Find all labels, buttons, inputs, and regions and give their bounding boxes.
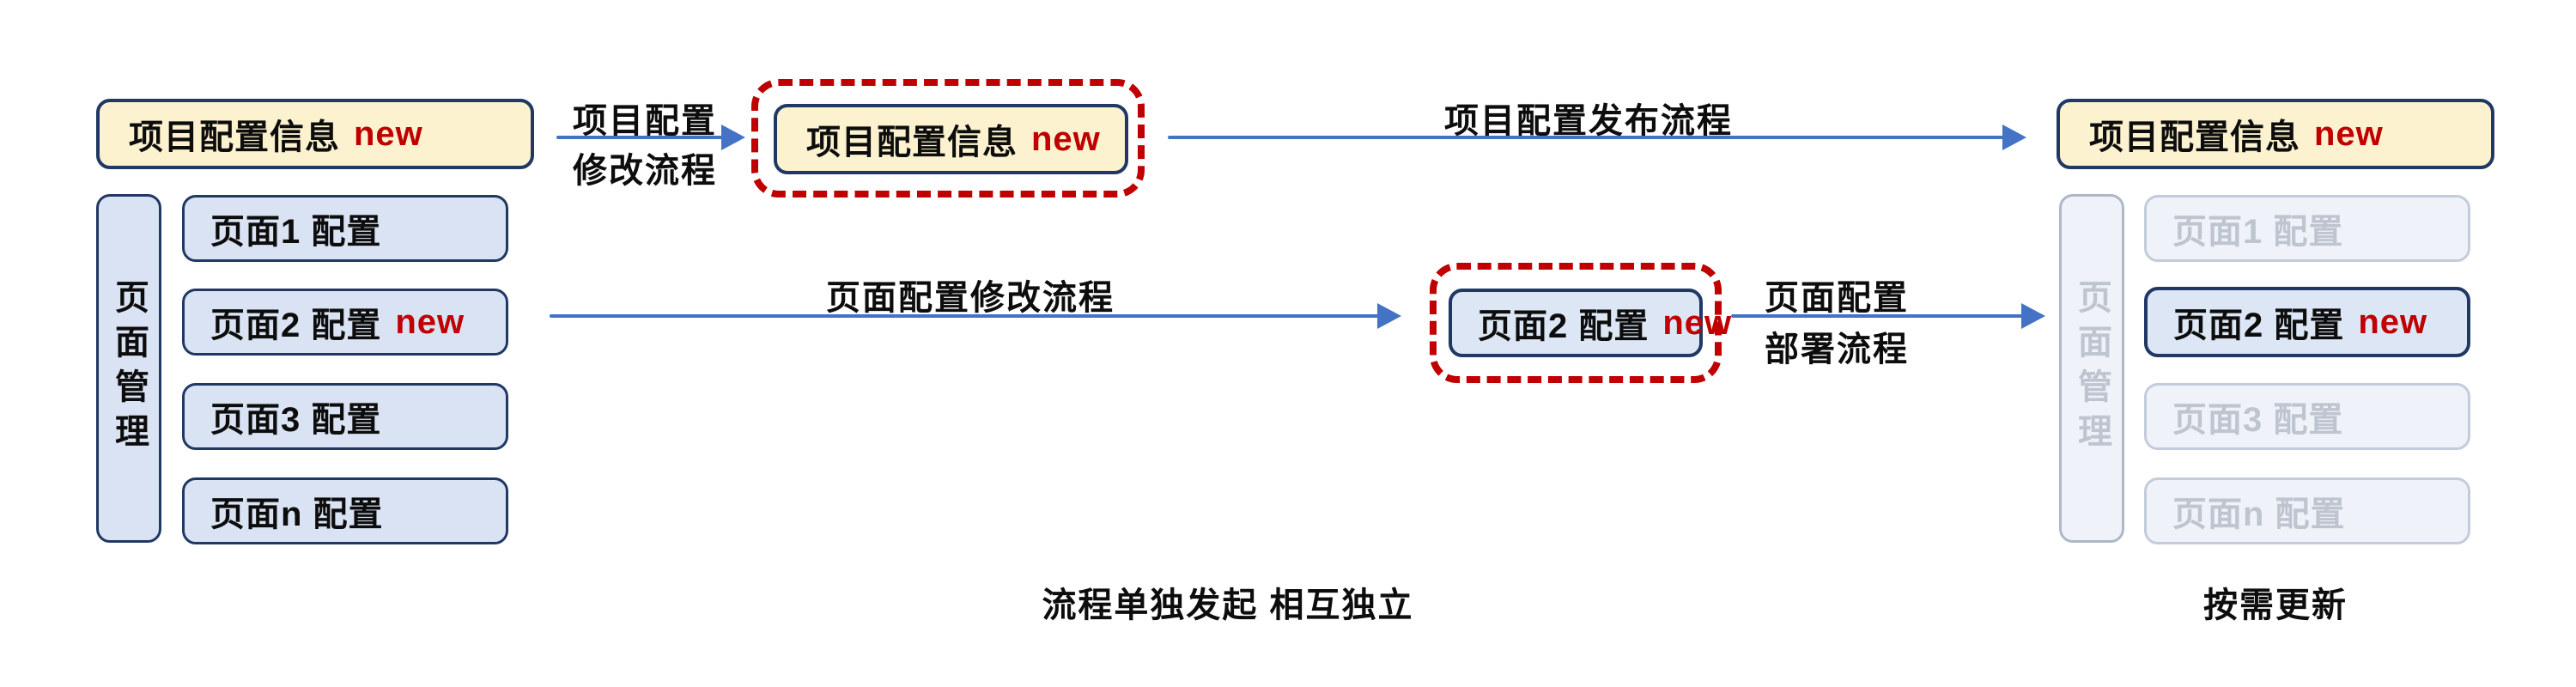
new-badge: new bbox=[1662, 303, 1733, 342]
project-config-box-source: 项目配置信息 new bbox=[96, 99, 534, 169]
page-row-1-right: 页面1 配置 bbox=[2144, 195, 2470, 262]
arrowhead-icon bbox=[2002, 125, 2026, 150]
page-management-label: 页面管理 bbox=[110, 279, 148, 458]
update-note-caption: 按需更新 bbox=[2203, 587, 2348, 624]
arrowhead-icon bbox=[2021, 303, 2045, 329]
page-management-label: 页面管理 bbox=[2073, 279, 2111, 458]
project-modify-flow-arrow bbox=[556, 136, 723, 139]
page-row-1-left: 页面1 配置 bbox=[182, 195, 508, 262]
page-modify-flow-arrow bbox=[550, 314, 1379, 318]
flow-note-caption: 流程单独发起 相互独立 bbox=[1042, 587, 1414, 624]
page-management-bar-left: 页面管理 bbox=[96, 194, 161, 543]
new-badge: new bbox=[395, 302, 465, 341]
project-modify-flow-label-bottom: 修改流程 bbox=[573, 152, 717, 190]
new-badge: new bbox=[1031, 119, 1101, 158]
page-row-label: 页面1 配置 bbox=[210, 213, 382, 251]
project-modify-flow-label-top: 项目配置 bbox=[573, 102, 717, 140]
page-management-bar-right: 页面管理 bbox=[2059, 194, 2124, 543]
page-row-n-right: 页面n 配置 bbox=[2144, 477, 2470, 544]
page-row-3-left: 页面3 配置 bbox=[182, 383, 508, 450]
project-publish-flow-label: 项目配置发布流程 bbox=[1444, 102, 1733, 140]
project-publish-flow-arrow bbox=[1168, 136, 2004, 139]
page-row-n-left: 页面n 配置 bbox=[182, 477, 508, 544]
project-config-box-modified: 项目配置信息 new bbox=[774, 104, 1128, 174]
page-deploy-flow-label-bottom: 部署流程 bbox=[1765, 331, 1909, 368]
project-config-label: 项目配置信息 bbox=[2089, 119, 2300, 156]
page-row-label: 页面n 配置 bbox=[210, 495, 384, 533]
page-modify-flow-label: 页面配置修改流程 bbox=[826, 279, 1115, 317]
page-row-label: 页面3 配置 bbox=[2172, 401, 2344, 439]
new-badge: new bbox=[2358, 302, 2428, 341]
project-config-box-published: 项目配置信息 new bbox=[2057, 99, 2494, 169]
arrowhead-icon bbox=[1377, 303, 1401, 329]
page2-box-modified: 页面2 配置 new bbox=[1449, 289, 1731, 357]
changed-project-dashed-outline: 项目配置信息 new bbox=[751, 79, 1145, 198]
page-row-label: 页面2 配置 bbox=[2173, 307, 2345, 344]
arrowhead-icon bbox=[721, 125, 745, 150]
changed-page-dashed-outline: 页面2 配置 new bbox=[1430, 263, 1731, 383]
page-row-label: 页面2 配置 bbox=[210, 307, 382, 344]
page2-box-deployed: 页面2 配置 new bbox=[2144, 287, 2470, 357]
page-row-label: 页面3 配置 bbox=[210, 401, 382, 439]
page-row-2-left: 页面2 配置 new bbox=[182, 289, 508, 356]
project-config-label: 项目配置信息 bbox=[129, 119, 340, 156]
page-row-label: 页面2 配置 bbox=[1478, 307, 1649, 345]
page-row-3-right: 页面3 配置 bbox=[2144, 383, 2470, 450]
page-deploy-flow-label-top: 页面配置 bbox=[1765, 279, 1909, 317]
page-row-label: 页面1 配置 bbox=[2172, 213, 2344, 251]
page-row-label: 页面n 配置 bbox=[2172, 495, 2346, 533]
new-badge: new bbox=[2314, 114, 2384, 153]
page-deploy-flow-arrow bbox=[1731, 314, 2023, 318]
new-badge: new bbox=[354, 114, 423, 153]
project-config-label: 项目配置信息 bbox=[806, 124, 1018, 161]
